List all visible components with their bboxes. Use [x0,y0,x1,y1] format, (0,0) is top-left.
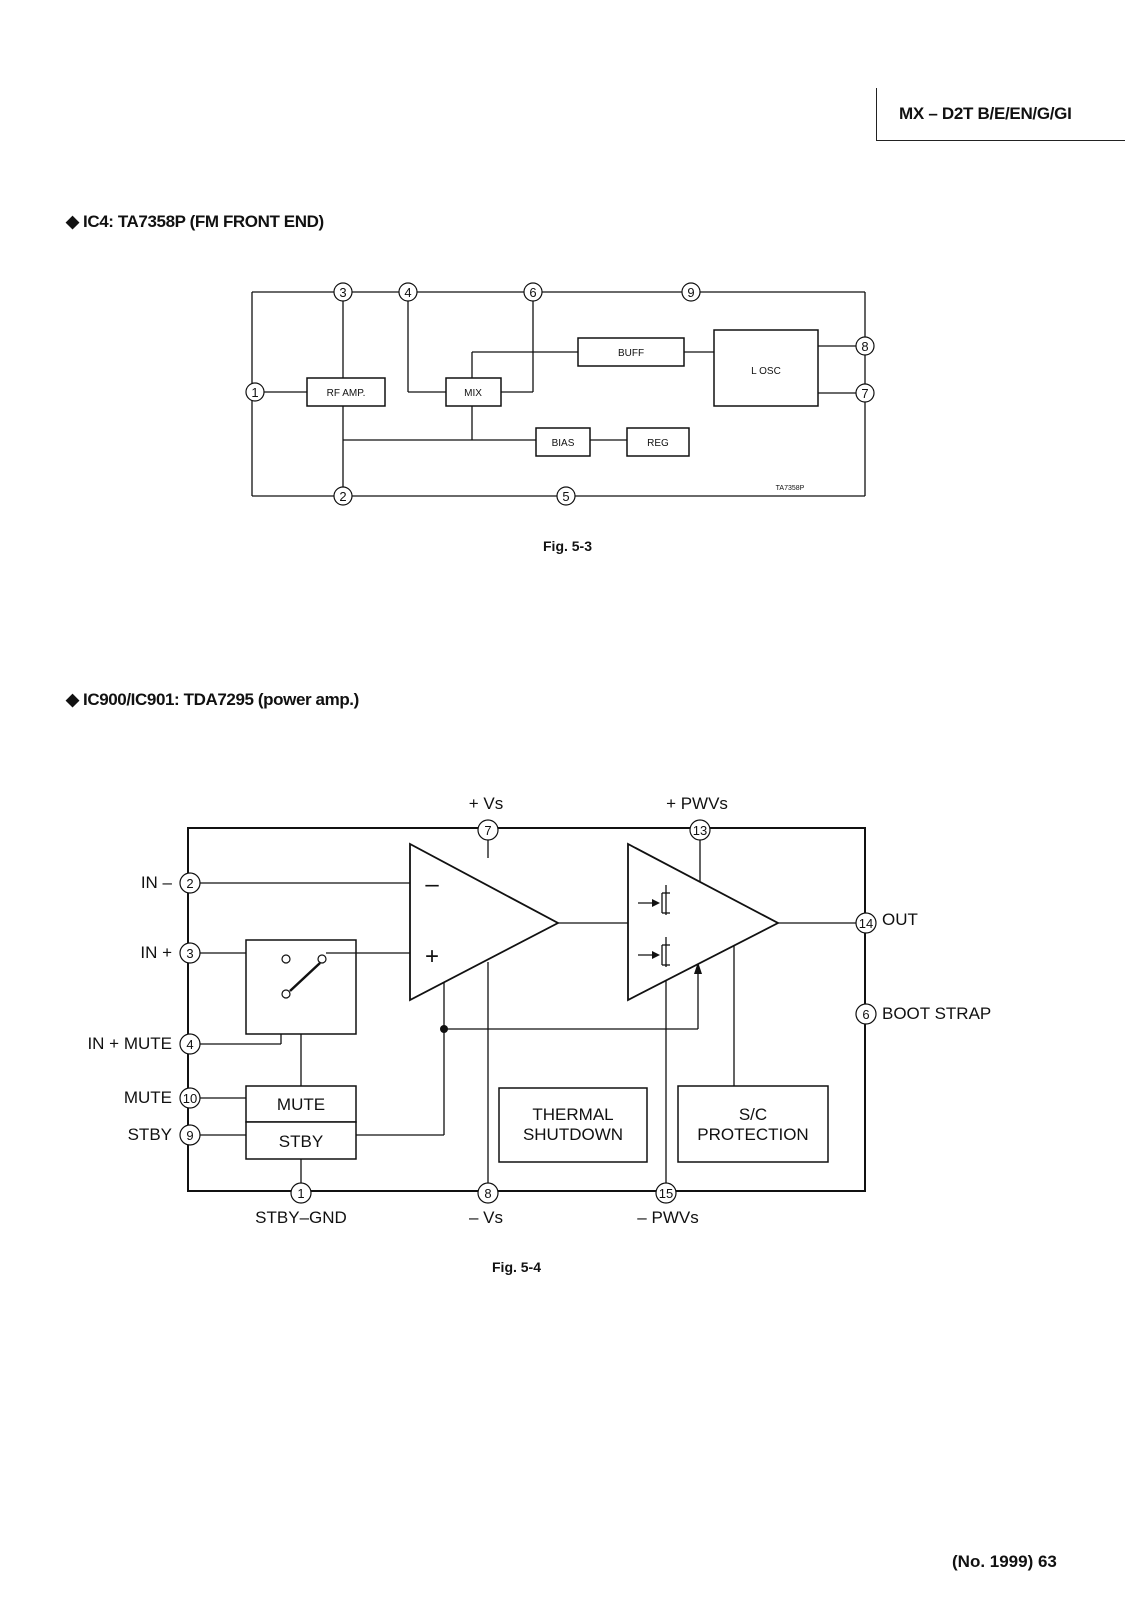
pin-8 [477,1182,499,1204]
pin-15 [655,1182,677,1204]
pin-1-num: 1 [251,385,258,400]
plus-vs-label: + Vs [469,794,504,813]
pin-3 [179,942,201,964]
pin-9-num: 9 [687,285,694,300]
reg-label: REG [647,438,669,449]
minus-pwvs-label: – PWVs [637,1208,698,1227]
preamp-minus-symbol: – [425,871,439,898]
pin-4 [398,282,418,302]
section-title-ic4: ◆ IC4: TA7358P (FM FRONT END) [66,212,324,231]
pin-2 [333,486,353,506]
stby-block-label: STBY [279,1132,323,1151]
pin-2-num: 2 [339,489,346,504]
pin-13-num: 13 [693,823,707,838]
pin-7-num: 7 [484,823,491,838]
pin-2 [179,872,201,894]
buff-block [577,337,685,367]
mix-block [445,377,502,407]
in-plus-mute-label: IN + MUTE [87,1034,172,1053]
buff-label: BUFF [618,348,644,359]
thermal-label: THERMAL [532,1105,613,1124]
sc-label: S/C [739,1105,767,1124]
pin-4-num: 4 [186,1037,193,1052]
losc-label: L OSC [751,366,781,377]
power-amp-triangle [627,842,780,1002]
plus-pwvs-label: + PWVs [666,794,728,813]
pin-1 [290,1182,312,1204]
ta7358p-block-diagram: RF AMP. MIX BUFF L OSC BIAS REG TA7358P … [245,282,875,506]
mute-block-label: MUTE [277,1095,325,1114]
pin-7 [477,819,499,841]
pin-5 [556,486,576,506]
pin-14-num: 14 [859,916,873,931]
mute-switch-block [245,939,357,1035]
stby-pin-label: STBY [128,1125,172,1144]
pin-15-num: 15 [659,1186,673,1201]
pin-1 [245,382,265,402]
pin-8-num: 8 [484,1186,491,1201]
pin-7-num: 7 [861,386,868,401]
sc-protection-block [677,1085,829,1163]
pin-13 [689,819,711,841]
rf-amp-block [306,377,386,407]
in-plus-label: IN + [140,943,172,962]
mix-label: MIX [464,388,482,399]
pin-1-num: 1 [297,1186,304,1201]
tda7295-block-diagram: + Vs + PWVs IN – IN + IN + MUTE MUTE STB… [87,794,991,1227]
rf-amp-label: RF AMP. [327,388,366,399]
model-header: MX – D2T B/E/EN/G/GI [899,104,1072,123]
losc-block [713,329,819,407]
pin-4 [179,1033,201,1055]
pin-3 [333,282,353,302]
pin-8 [855,336,875,356]
page-number: (No. 1999) 63 [952,1552,1057,1571]
preamp-triangle [409,842,560,1002]
pin-14 [855,912,877,934]
reg-block [626,427,690,457]
shutdown-label: SHUTDOWN [523,1125,623,1144]
header-frame [876,88,1125,141]
transistor-icon [638,885,670,967]
pin-6-num: 6 [529,285,536,300]
pin-9 [681,282,701,302]
stby-block [245,1121,357,1160]
stby-gnd-label: STBY–GND [255,1208,347,1227]
pin-10-num: 10 [183,1091,197,1106]
mute-pin-label: MUTE [124,1088,172,1107]
pin-5-num: 5 [562,489,569,504]
bias-block [535,427,591,457]
pin-10 [179,1087,201,1109]
pin-7 [855,383,875,403]
bias-label: BIAS [552,438,575,449]
pin-8-num: 8 [861,339,868,354]
part-label: TA7358P [776,485,805,492]
thermal-shutdown-block [498,1087,648,1163]
section-title-ic900: ◆ IC900/IC901: TDA7295 (power amp.) [66,690,359,709]
pin-3-num: 3 [339,285,346,300]
in-minus-label: IN – [141,873,173,892]
pin-9 [179,1124,201,1146]
pin-9-num: 9 [186,1128,193,1143]
pin-6-num: 6 [862,1007,869,1022]
fig-caption-5-4: Fig. 5-4 [492,1259,542,1275]
preamp-plus-symbol: + [425,943,439,970]
protection-label: PROTECTION [697,1125,808,1144]
pin-3-num: 3 [186,946,193,961]
fig-caption-5-3: Fig. 5-3 [543,538,593,554]
pin-4-num: 4 [404,285,411,300]
pin-6 [855,1003,877,1025]
minus-vs-label: – Vs [469,1208,503,1227]
boot-strap-label: BOOT STRAP [882,1004,991,1023]
pin-2-num: 2 [186,876,193,891]
out-label: OUT [882,910,918,929]
pin-6 [523,282,543,302]
